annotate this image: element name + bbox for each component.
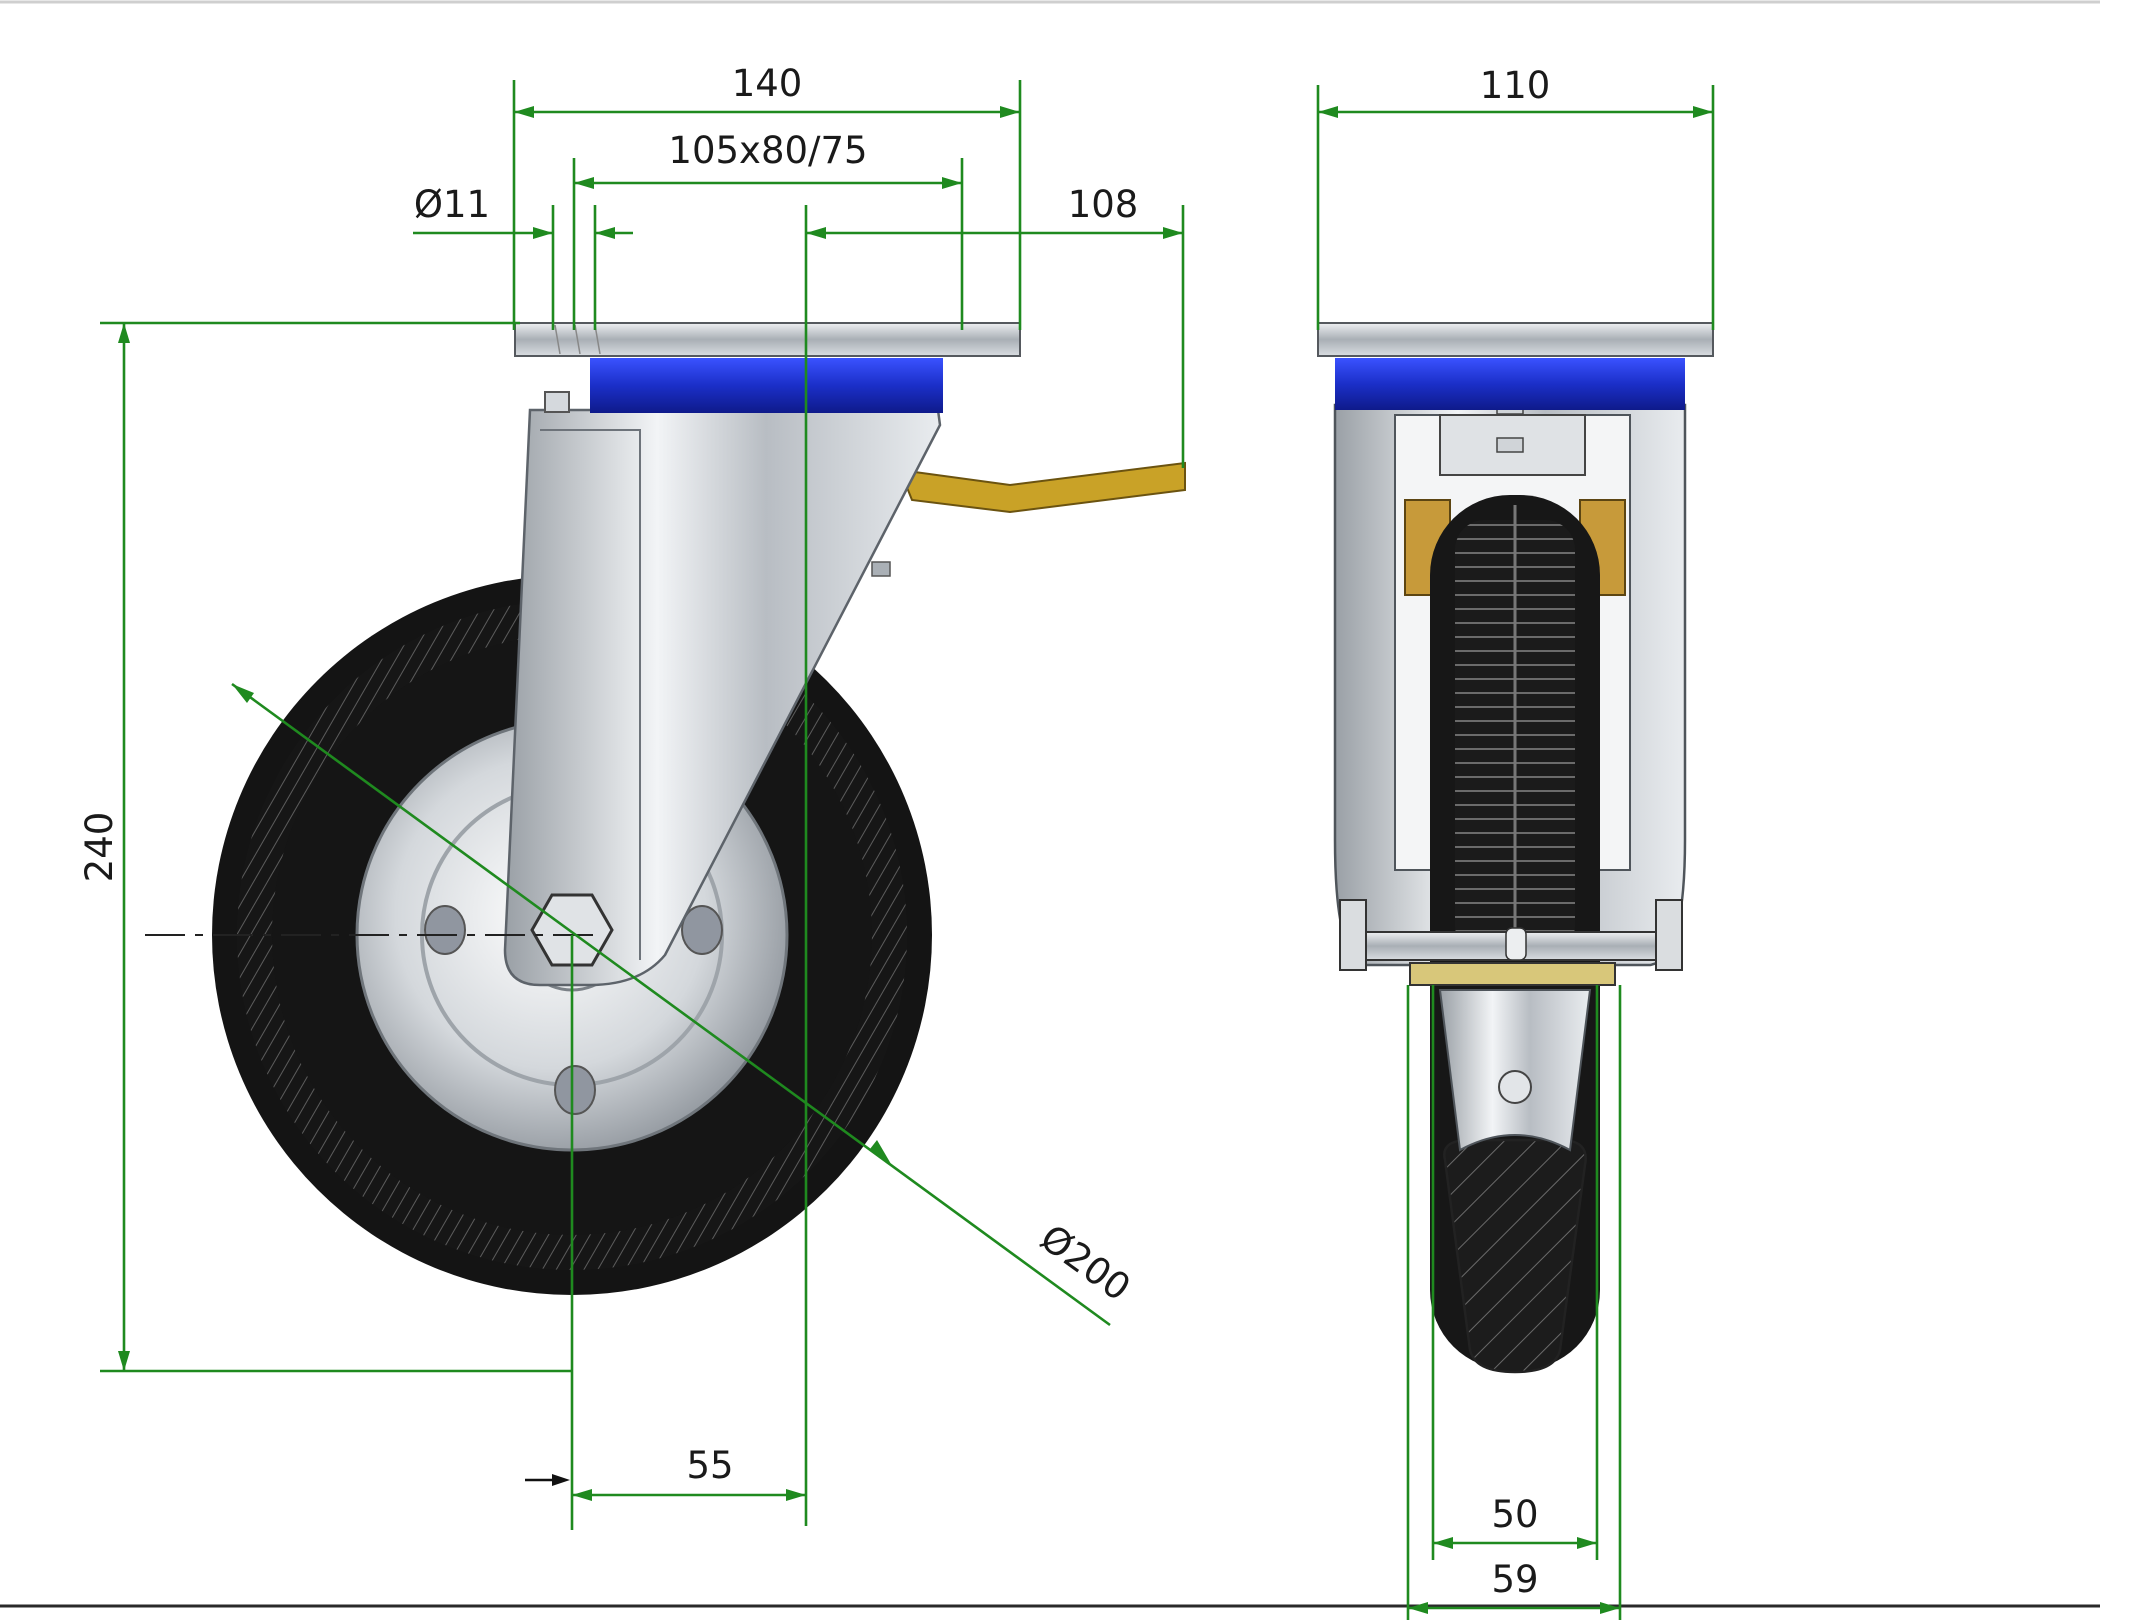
side-dimensions: 110 50 59 [1316,64,1715,1620]
side-top-plate [1317,322,1714,357]
front-view [212,322,1186,1295]
dim-brake-offset: 108 [1068,183,1139,226]
fork-leg [503,408,942,987]
brake-pivot [871,561,891,577]
rim-hole [424,905,466,955]
dim-bolt-pattern: 105x80/75 [668,129,867,172]
dim-side-plate-width: 110 [1480,64,1551,107]
brake-lever [898,461,1186,514]
swivel-bearing [590,358,943,413]
dim-overall-height: 240 [78,812,121,883]
dim-plate-width: 140 [732,62,803,105]
kingpin-nut [544,391,570,413]
side-view [1317,322,1714,1374]
dim-wheel-diameter: Ø200 [1032,1216,1138,1309]
rim-hole [554,1065,596,1115]
rim-hole [681,905,723,955]
axle-spacer [1409,962,1616,986]
side-swivel-bearing [1335,358,1685,410]
dim-swivel-offset: 55 [686,1444,733,1487]
dim-bolt-hole: Ø11 [414,183,490,226]
dim-tread-width: 50 [1491,1493,1538,1536]
dim-hub-length: 59 [1491,1558,1538,1601]
top-plate [514,322,1021,357]
